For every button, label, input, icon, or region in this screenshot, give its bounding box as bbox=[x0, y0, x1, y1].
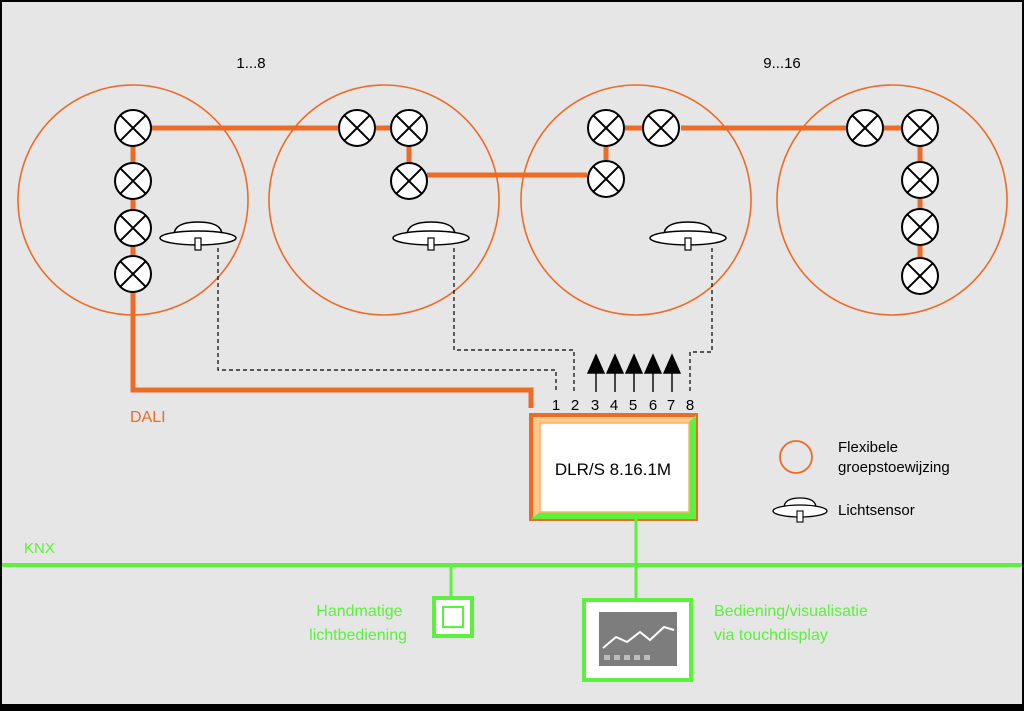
push-button-icon bbox=[432, 596, 474, 638]
terminal-label: 1 bbox=[552, 397, 560, 414]
terminal-label: 2 bbox=[571, 397, 579, 414]
lamp-icon bbox=[901, 257, 939, 295]
terminal-label: 7 bbox=[667, 397, 675, 414]
arrow-up-icon bbox=[643, 353, 663, 392]
group-circle-4 bbox=[776, 84, 1008, 316]
device-inner-panel bbox=[539, 422, 690, 513]
lamp-icon bbox=[901, 109, 939, 147]
sensor-legend-icon bbox=[772, 497, 828, 523]
arrow-up-icon bbox=[662, 353, 682, 392]
sensor-wire-2 bbox=[453, 248, 575, 392]
legend: Flexibele groepstoewijzing Lichtsensor bbox=[772, 439, 950, 523]
terminal-label: 6 bbox=[649, 397, 657, 414]
touch-display-label: Bediening/visualisatie via touchdisplay bbox=[714, 603, 872, 644]
arrow-up-icon bbox=[605, 353, 625, 392]
group-circle-2 bbox=[268, 84, 500, 316]
lamp-icon bbox=[846, 109, 884, 147]
group-legend-icon bbox=[779, 440, 813, 474]
lamp-icon bbox=[114, 109, 152, 147]
lamp-icon bbox=[587, 160, 625, 198]
lamp-icon bbox=[114, 162, 152, 200]
sensor-wiring bbox=[217, 248, 713, 392]
lamp-icon bbox=[390, 162, 428, 200]
sensor-wire-1 bbox=[217, 248, 557, 392]
arrow-up-icon bbox=[624, 353, 644, 392]
group-circle-3 bbox=[520, 84, 752, 316]
terminal-label: 4 bbox=[610, 397, 618, 414]
device-terminals: 1 2 3 4 5 6 7 8 bbox=[552, 397, 694, 414]
arrow-up-icon bbox=[586, 353, 606, 392]
legend-group-assignment: Flexibele groepstoewijzing bbox=[838, 439, 950, 476]
lamp-icon bbox=[114, 255, 152, 293]
dali-controller: DLR/S 8.16.1M bbox=[529, 413, 698, 521]
knx-bus-label: KNX bbox=[24, 540, 55, 557]
dali-bus-label: DALI bbox=[130, 409, 166, 426]
lamp-icon bbox=[390, 109, 428, 147]
lamp-icon bbox=[901, 161, 939, 199]
device-name: DLR/S 8.16.1M bbox=[555, 460, 671, 479]
input-arrows bbox=[586, 353, 682, 392]
terminal-label: 5 bbox=[629, 397, 637, 414]
manual-control-label: Handmatige lichtbediening bbox=[309, 603, 407, 644]
touch-display-icon bbox=[582, 598, 693, 682]
legend-light-sensor: Lichtsensor bbox=[838, 502, 915, 519]
terminal-label: 8 bbox=[686, 397, 694, 414]
lamp-icon bbox=[901, 208, 939, 246]
group-label-right: 9...16 bbox=[763, 55, 801, 72]
sensor-wire-3 bbox=[689, 248, 713, 392]
dali-main-feed bbox=[130, 291, 534, 408]
lamp-icon bbox=[338, 109, 376, 147]
lamp-icon bbox=[587, 109, 625, 147]
dali-wiring bbox=[130, 125, 923, 408]
lamp-icon bbox=[114, 209, 152, 247]
terminal-label: 3 bbox=[591, 397, 599, 414]
group-label-left: 1...8 bbox=[236, 55, 265, 72]
lamp-icon bbox=[642, 109, 680, 147]
